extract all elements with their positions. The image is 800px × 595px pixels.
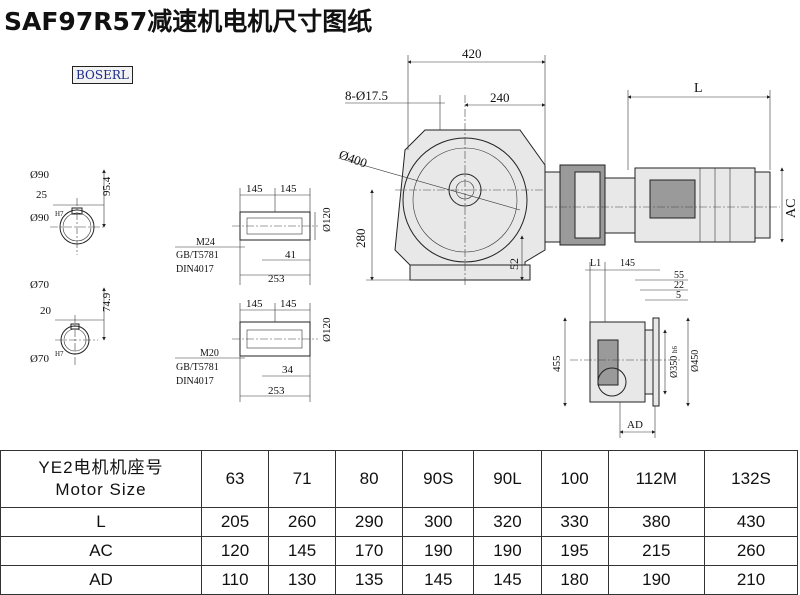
- table-cell: 145: [402, 565, 475, 595]
- table-row: AC 120 145 170 190 190 195 215 260: [0, 536, 798, 566]
- main-front-view: 420 240 8-Ø17.5 Ø400 280 52 L AC: [337, 46, 799, 285]
- dim-label: 145: [246, 183, 263, 195]
- shaft-detail-m24: 145 145 Ø120 M24 GB/T5781 DIN4017 41 253: [175, 183, 333, 285]
- dim-label: L: [694, 81, 703, 96]
- table-cell: 320: [473, 507, 542, 537]
- shaft-detail-m20: 145 145 Ø120 M20 GB/T5781 DIN4017 34 253: [175, 298, 333, 402]
- header-line-cn: YE2电机机座号: [38, 458, 164, 477]
- dim-label: Ø90: [30, 169, 49, 181]
- dim-label: 22: [674, 280, 684, 291]
- dim-label: M24: [196, 237, 215, 248]
- table-cell: 110: [200, 565, 270, 595]
- dim-label: M20: [200, 348, 219, 359]
- page-title: SAF97R57减速机电机尺寸图纸: [4, 7, 373, 36]
- dim-label: H7: [55, 350, 64, 358]
- dim-label: DIN4017: [176, 264, 214, 275]
- dim-label: AD: [627, 419, 643, 431]
- dim-label: L1: [590, 258, 601, 269]
- dim-label: Ø400: [337, 147, 369, 171]
- table-cell: 380: [607, 507, 706, 537]
- table-header-row: YE2电机机座号 Motor Size 63 71 80 90S 90L 100…: [0, 450, 798, 508]
- dim-label: H7: [55, 210, 64, 218]
- dim-label: 74.9: [101, 292, 113, 312]
- dim-label: DIN4017: [176, 376, 214, 387]
- dim-label: 25: [36, 189, 48, 201]
- table-cell: 190: [473, 536, 542, 566]
- hollow-shaft-section-70: Ø70 20 74.9 Ø70 H7: [30, 279, 113, 365]
- table-cell: 100: [540, 450, 609, 508]
- dim-label: 41: [285, 249, 296, 261]
- dim-label: 8-Ø17.5: [345, 88, 388, 103]
- dim-label: 145: [620, 258, 635, 269]
- table-cell: 120: [200, 536, 270, 566]
- dim-label: 55: [674, 270, 684, 281]
- dim-label: 253: [268, 273, 285, 285]
- table-cell: 112M: [607, 450, 706, 508]
- table-header-label: YE2电机机座号 Motor Size: [0, 450, 202, 508]
- table-cell: 130: [268, 565, 337, 595]
- table-cell: 132S: [704, 450, 798, 508]
- table-cell: 145: [473, 565, 542, 595]
- table-cell: 330: [540, 507, 609, 537]
- table-cell: 190: [607, 565, 706, 595]
- dim-label: GB/T5781: [176, 250, 219, 261]
- table-cell: 260: [268, 507, 337, 537]
- dim-label: 145: [280, 183, 297, 195]
- table-cell: 430: [704, 507, 798, 537]
- dim-label: Ø350: [669, 356, 680, 378]
- motor-size-table: YE2电机机座号 Motor Size 63 71 80 90S 90L 100…: [0, 450, 798, 595]
- table-cell: 170: [335, 536, 404, 566]
- dim-label: GB/T5781: [176, 362, 219, 373]
- brand-logo: BOSERL: [72, 66, 133, 84]
- dim-label: 95.4: [101, 176, 113, 196]
- table-cell: 145: [268, 536, 337, 566]
- table-cell: 210: [704, 565, 798, 595]
- side-view: L1 145 55 22 5 455 Ø350 h6 Ø450 AD: [551, 258, 701, 438]
- table-cell: 205: [200, 507, 270, 537]
- dim-label: Ø90: [30, 212, 49, 224]
- table-cell: 190: [402, 536, 475, 566]
- dim-label: 34: [282, 364, 294, 376]
- dim-label: 455: [551, 355, 563, 372]
- dim-label: 145: [280, 298, 297, 310]
- table-row: L 205 260 290 300 320 330 380 430: [0, 507, 798, 537]
- dim-label: Ø70: [30, 279, 49, 291]
- dim-label: 240: [490, 90, 510, 105]
- dim-label: 280: [353, 229, 368, 249]
- table-cell: 195: [540, 536, 609, 566]
- dimension-drawing: Ø90 25 95.4 Ø90 H7 Ø70 20 74.9 Ø70 H7 14…: [30, 46, 799, 438]
- dim-label: h6: [671, 346, 679, 354]
- row-label: AD: [0, 565, 202, 595]
- row-label: AC: [0, 536, 202, 566]
- table-cell: 215: [607, 536, 706, 566]
- dim-label: Ø450: [690, 350, 701, 372]
- dim-label: AC: [784, 199, 799, 218]
- hollow-shaft-section-90: Ø90 25 95.4 Ø90 H7: [30, 169, 113, 255]
- table-cell: 90S: [402, 450, 475, 508]
- header-line-en: Motor Size: [55, 480, 147, 499]
- table-cell: 290: [335, 507, 404, 537]
- table-cell: 260: [704, 536, 798, 566]
- table-cell: 71: [268, 450, 337, 508]
- table-cell: 300: [402, 507, 475, 537]
- dim-label: 20: [40, 305, 52, 317]
- dim-label: Ø70: [30, 353, 49, 365]
- table-row: AD 110 130 135 145 145 180 190 210: [0, 565, 798, 595]
- table-cell: 135: [335, 565, 404, 595]
- table-cell: 80: [335, 450, 404, 508]
- dim-label: Ø120: [321, 207, 333, 232]
- dim-label: 253: [268, 385, 285, 397]
- table-cell: 180: [540, 565, 609, 595]
- dim-label: Ø120: [321, 317, 333, 342]
- row-label: L: [0, 507, 202, 537]
- table-cell: 63: [200, 450, 270, 508]
- dim-label: 5: [676, 290, 681, 301]
- dim-label: 420: [462, 46, 482, 61]
- dim-label: 52: [507, 258, 521, 270]
- table-cell: 90L: [473, 450, 542, 508]
- dim-label: 145: [246, 298, 263, 310]
